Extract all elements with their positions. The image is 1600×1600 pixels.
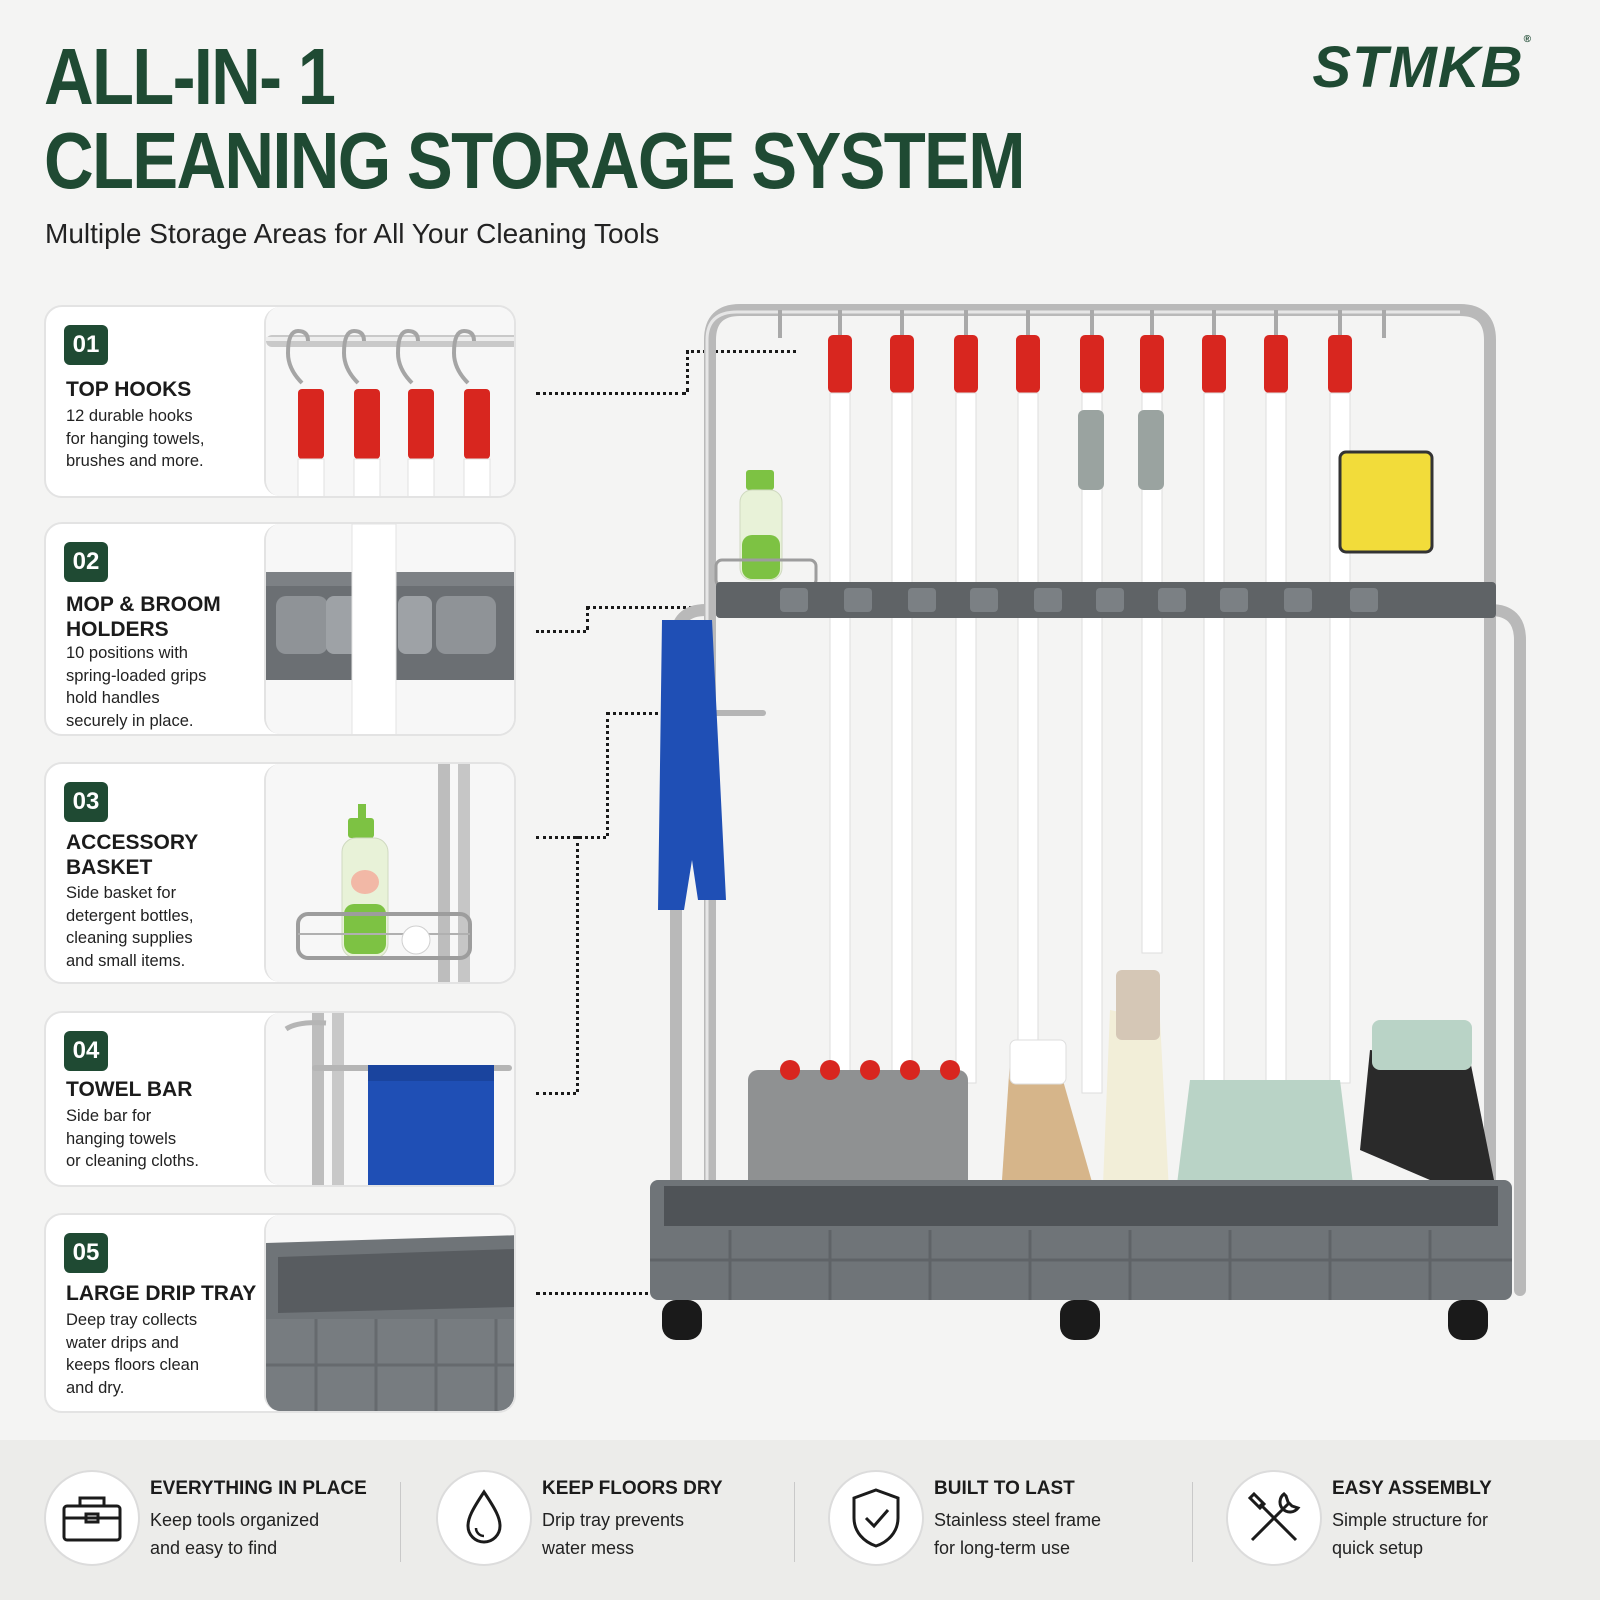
accessory-basket-image <box>264 764 514 982</box>
connector-top-hooks-end <box>686 350 796 353</box>
connector-holders-v <box>586 606 589 630</box>
feature-description: Deep tray collects water drips and keeps… <box>66 1309 266 1399</box>
desc-line: Side basket for <box>66 884 177 902</box>
feature-number: 05 <box>64 1233 108 1273</box>
desc-line: water mess <box>542 1538 635 1558</box>
feature-description: Side basket for detergent bottles, clean… <box>66 882 266 972</box>
desc-line: Keep tools organized <box>150 1510 320 1530</box>
benefit-description: Drip tray prevents water mess <box>542 1506 684 1562</box>
benefit-title: EASY ASSEMBLY <box>1332 1478 1492 1499</box>
divider <box>1192 1482 1193 1562</box>
benefit-description: Stainless steel frame for long-term use <box>934 1506 1101 1562</box>
desc-line: water drips and <box>66 1333 179 1352</box>
connector-drip-tray <box>536 1292 692 1295</box>
feature-card-accessory-basket: 03 ACCESSORY BASKET Side basket for dete… <box>44 762 516 984</box>
connector-towel-bar <box>536 1092 576 1095</box>
registered-mark: ® <box>1523 34 1532 45</box>
page-title-line-2: CLEANING STORAGE SYSTEM <box>44 116 1026 205</box>
feature-title: LARGE DRIP TRAY <box>66 1282 257 1305</box>
water-drop-icon <box>436 1470 532 1566</box>
benefit-title: EVERYTHING IN PLACE <box>150 1478 367 1499</box>
connector-holders-end <box>586 606 736 609</box>
feature-title: ACCESSORY BASKET <box>66 831 198 879</box>
desc-line: and dry. <box>66 1378 125 1397</box>
desc-line: Stainless steel frame <box>934 1510 1102 1530</box>
desc-line: quick setup <box>1332 1538 1424 1558</box>
desc-line: Simple structure for <box>1332 1510 1489 1530</box>
desc-line: detergent bottles, <box>66 906 194 925</box>
divider <box>794 1482 795 1562</box>
drip-tray-image <box>264 1215 514 1411</box>
page-title-line-1: ALL-IN- 1 <box>44 32 336 121</box>
feature-card-mop-broom-holders: 02 MOP & BROOM HOLDERS 10 positions with… <box>44 522 516 736</box>
connector-basket-end <box>606 712 666 715</box>
feature-description: 10 positions with spring-loaded grips ho… <box>66 642 266 732</box>
brand-logo: STMKB® <box>1312 34 1532 101</box>
feature-title: MOP & BROOM HOLDERS <box>66 593 221 641</box>
desc-line: or cleaning cloths. <box>66 1152 199 1170</box>
desc-line: spring-loaded grips <box>66 666 207 685</box>
feature-number: 01 <box>64 325 108 365</box>
connector-top-hooks <box>536 392 686 395</box>
desc-line: cleaning supplies <box>66 929 193 947</box>
desc-line: hold handles <box>66 689 160 707</box>
divider <box>400 1482 401 1562</box>
top-hooks-image <box>264 307 514 496</box>
desc-line: securely in place. <box>66 711 194 730</box>
connector-holders <box>536 630 586 633</box>
connector-towel-bar-v <box>576 836 579 1092</box>
desc-line: hanging towels <box>66 1129 177 1148</box>
brand-name: STMKB <box>1312 35 1524 100</box>
product-image <box>640 280 1570 1390</box>
benefit-title: KEEP FLOORS DRY <box>542 1478 723 1499</box>
toolbox-icon <box>44 1470 140 1566</box>
feature-card-towel-bar: 04 TOWEL BAR Side bar for hanging towels… <box>44 1011 516 1187</box>
desc-line: and small items. <box>66 951 186 970</box>
feature-card-top-hooks: 01 TOP HOOKS 12 durable hooks for hangin… <box>44 305 516 498</box>
desc-line: keeps floors clean <box>66 1356 199 1374</box>
feature-title: TOWEL BAR <box>66 1078 193 1101</box>
desc-line: Deep tray collects <box>66 1311 198 1329</box>
benefit-description: Simple structure for quick setup <box>1332 1506 1488 1562</box>
feature-number: 02 <box>64 542 108 582</box>
feature-number: 04 <box>64 1031 108 1071</box>
connector-basket-v <box>606 712 609 836</box>
steel-frame <box>704 304 1496 1296</box>
tools-icon <box>1226 1470 1322 1566</box>
connector-top-hooks-v <box>686 350 689 392</box>
benefits-footer: EVERYTHING IN PLACE Keep tools organized… <box>0 1440 1600 1600</box>
towel-bar-image <box>264 1013 514 1185</box>
desc-line: Drip tray prevents <box>542 1510 685 1530</box>
feature-description: Side bar for hanging towels or cleaning … <box>66 1105 266 1173</box>
desc-line: for hanging towels, <box>66 429 205 448</box>
feature-card-drip-tray: 05 LARGE DRIP TRAY Deep tray collects wa… <box>44 1213 516 1413</box>
feature-title: TOP HOOKS <box>66 378 192 401</box>
desc-line: for long-term use <box>934 1538 1071 1558</box>
desc-line: 12 durable hooks <box>66 407 193 425</box>
feature-description: 12 durable hooks for hanging towels, bru… <box>66 405 266 473</box>
shield-check-icon <box>828 1470 924 1566</box>
mop-broom-holders-image <box>264 524 514 734</box>
desc-line: brushes and more. <box>66 452 204 470</box>
benefit-description: Keep tools organized and easy to find <box>150 1506 319 1562</box>
benefit-title: BUILT TO LAST <box>934 1478 1075 1499</box>
connector-basket <box>536 836 606 839</box>
desc-line: 10 positions with <box>66 644 188 662</box>
desc-line: and easy to find <box>150 1538 278 1558</box>
desc-line: Side bar for <box>66 1107 152 1125</box>
page-subtitle: Multiple Storage Areas for All Your Clea… <box>45 218 660 249</box>
feature-number: 03 <box>64 782 108 822</box>
